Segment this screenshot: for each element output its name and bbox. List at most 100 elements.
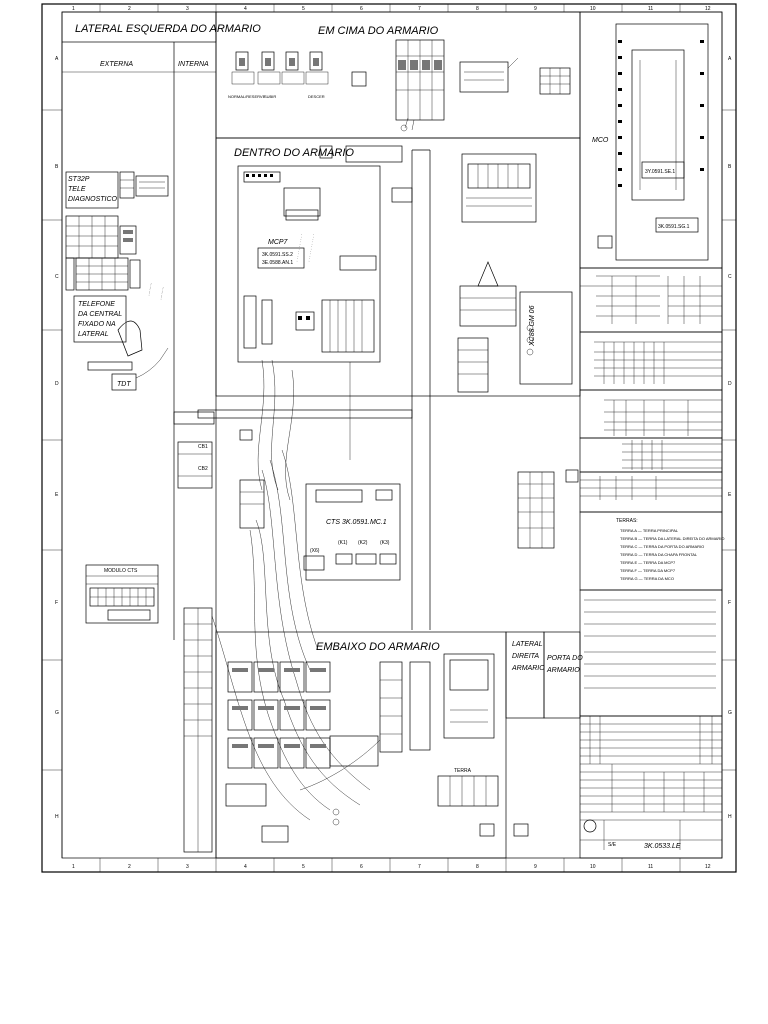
column-markers: 1 2 3 4 5 6 7 8 9 10 11 12 1 2 3 4 5 6 7… [72, 4, 711, 872]
row-f: F [55, 600, 58, 606]
telefone-fixado-label: FIXADO NA [78, 321, 116, 328]
terra-a: TERRA A — TERRA PRINCIPAL [620, 528, 679, 533]
subir-label: SUBIR [264, 94, 276, 99]
mcp7-label: MCP7 [268, 239, 289, 246]
row-e: E [55, 492, 59, 498]
tele-label: TELE [68, 186, 86, 193]
scale-value: S/E [608, 842, 617, 848]
porta-label-2: ARMARIO [546, 667, 580, 674]
col-8-bottom: 8 [476, 864, 479, 870]
right-tables: TERRAS: TERRA A — TERRA PRINCIPAL TERRA … [579, 267, 725, 717]
interna-label: INTERNA [178, 61, 209, 68]
mcp7-code-2: 3E.0588.AN.1 [262, 260, 293, 266]
col-7: 7 [418, 6, 421, 12]
terra-g: TERRA G — TERRA DA MCO [620, 576, 674, 581]
col-4-bottom: 4 [244, 864, 247, 870]
lateral-direita-label-2: DIREITA [512, 653, 539, 660]
svg-text:··········: ·········· [158, 286, 165, 300]
col-2-bottom: 2 [128, 864, 131, 870]
embaixo-title: EMBAIXO DO ARMARIO [316, 641, 440, 653]
embaixo-section: EMBAIXO DO ARMARIO TERRA [215, 631, 507, 859]
svg-text:· · · · · · · · · · · ·: · · · · · · · · · · · · [294, 234, 304, 263]
row-h: H [55, 814, 59, 820]
mcp7-code-1: 3K.0591.SS.2 [262, 252, 293, 258]
col-1: 1 [72, 6, 75, 12]
col-10: 10 [590, 6, 596, 12]
drawing-number: 3K.0533.LE [644, 843, 681, 850]
terra-d: TERRA D — TERRA DA CHAPA FRONTAL [620, 552, 698, 557]
col-9-bottom: 9 [534, 864, 537, 870]
row-c-right: C [728, 274, 732, 280]
k3-label: (K3) [380, 540, 390, 546]
cts-area: CB1 CB2 CTS 3K.0591.MC.1 (X6) (K1) (K2) … [173, 359, 413, 853]
telefone-lateral-label: LATERAL [78, 331, 109, 338]
svg-text:··········: ·········· [146, 282, 153, 296]
terras-heading: TERRAS: [616, 518, 638, 524]
col-6-bottom: 6 [360, 864, 363, 870]
row-f-right: F [728, 600, 731, 606]
dentro-title: DENTRO DO ARMARIO [234, 147, 354, 159]
st32p-label: ST32P [68, 176, 90, 183]
row-b: B [55, 164, 59, 170]
lateral-direita-label-3: ARMARIO [511, 665, 545, 672]
middle-right-devices [517, 469, 579, 549]
svg-text:· · · · · · · · · · · ·: · · · · · · · · · · · · [306, 234, 316, 263]
k2-label: (K2) [358, 540, 368, 546]
mco-code-1: 3Y.0591.SE.1 [645, 169, 675, 175]
col-6: 6 [360, 6, 363, 12]
col-8: 8 [476, 6, 479, 12]
col-10-bottom: 10 [590, 864, 596, 870]
col-5: 5 [302, 6, 305, 12]
terra-f: TERRA F — TERRA DA MCP7 [620, 568, 676, 573]
col-5-bottom: 5 [302, 864, 305, 870]
col-12: 12 [705, 6, 711, 12]
normal-reserve-label: NORMAL/RESERVE [228, 94, 266, 99]
em-cima-section: EM CIMA DO ARMARIO NORMAL/RESERVE SUBIR … [215, 11, 581, 139]
col-11: 11 [648, 6, 653, 12]
k1-label: (K1) [338, 540, 348, 546]
mco-section: MCO 3Y.0591.SE.1 3K.0591.SG.1 [579, 11, 723, 269]
row-e-right: E [728, 492, 732, 498]
row-b-right: B [728, 164, 732, 170]
row-g-right: G [728, 710, 732, 716]
row-c: C [55, 274, 59, 280]
mco-code-2: 3K.0591.SG.1 [658, 224, 690, 230]
terra-title-label: TERRA [454, 768, 472, 774]
terra-b: TERRA B — TERRA DA LATERAL DIREITA DO AR… [620, 536, 725, 541]
row-d: D [55, 381, 59, 387]
col-7-bottom: 7 [418, 864, 421, 870]
cts-label: CTS 3K.0591.MC.1 [326, 519, 387, 526]
col-2: 2 [128, 6, 131, 12]
row-g: G [55, 710, 59, 716]
descer-label: DESCER [308, 94, 325, 99]
row-markers: A B C D E F G H A B C D E F G H [42, 56, 736, 820]
porta-label-1: PORTA DO [547, 655, 583, 662]
col-9: 9 [534, 6, 537, 12]
diagnostico-label: DIAGNOSTICO [68, 196, 118, 203]
col-3-bottom: 3 [186, 864, 189, 870]
cb2-label: CB2 [198, 466, 208, 472]
dentro-section: DENTRO DO ARMARIO MCP7 3K.0591.SS.2 3E.0… [215, 137, 581, 630]
tdt-label: TDT [117, 381, 131, 388]
row-h-right: H [728, 814, 732, 820]
mco-label: MCO [592, 137, 609, 144]
em-cima-title: EM CIMA DO ARMARIO [318, 25, 439, 37]
terra-e: TERRA E — TERRA DA MCP7 [620, 560, 676, 565]
x6-label: (X6) [310, 548, 320, 554]
row-a: A [55, 56, 59, 62]
terra-c: TERRA C — TERRA DA PORTA DO ARMARIO [620, 544, 704, 549]
title-block: S/E 3K.0533.LE [579, 715, 723, 859]
col-3: 3 [186, 6, 189, 12]
lateral-direita-label-1: LATERAL [512, 641, 543, 648]
lateral-esquerda-title: LATERAL ESQUERDA DO ARMARIO [75, 23, 261, 35]
row-d-right: D [728, 381, 732, 387]
col-1-bottom: 1 [72, 864, 75, 870]
col-12-bottom: 12 [705, 864, 711, 870]
externa-label: EXTERNA [100, 61, 133, 68]
row-a-right: A [728, 56, 732, 62]
telefone-label: TELEFONE [78, 301, 115, 308]
telefone-central-label: DA CENTRAL [78, 311, 122, 318]
lateral-esquerda-section: LATERAL ESQUERDA DO ARMARIO EXTERNA INTE… [61, 11, 261, 858]
col-11-bottom: 11 [648, 864, 653, 870]
